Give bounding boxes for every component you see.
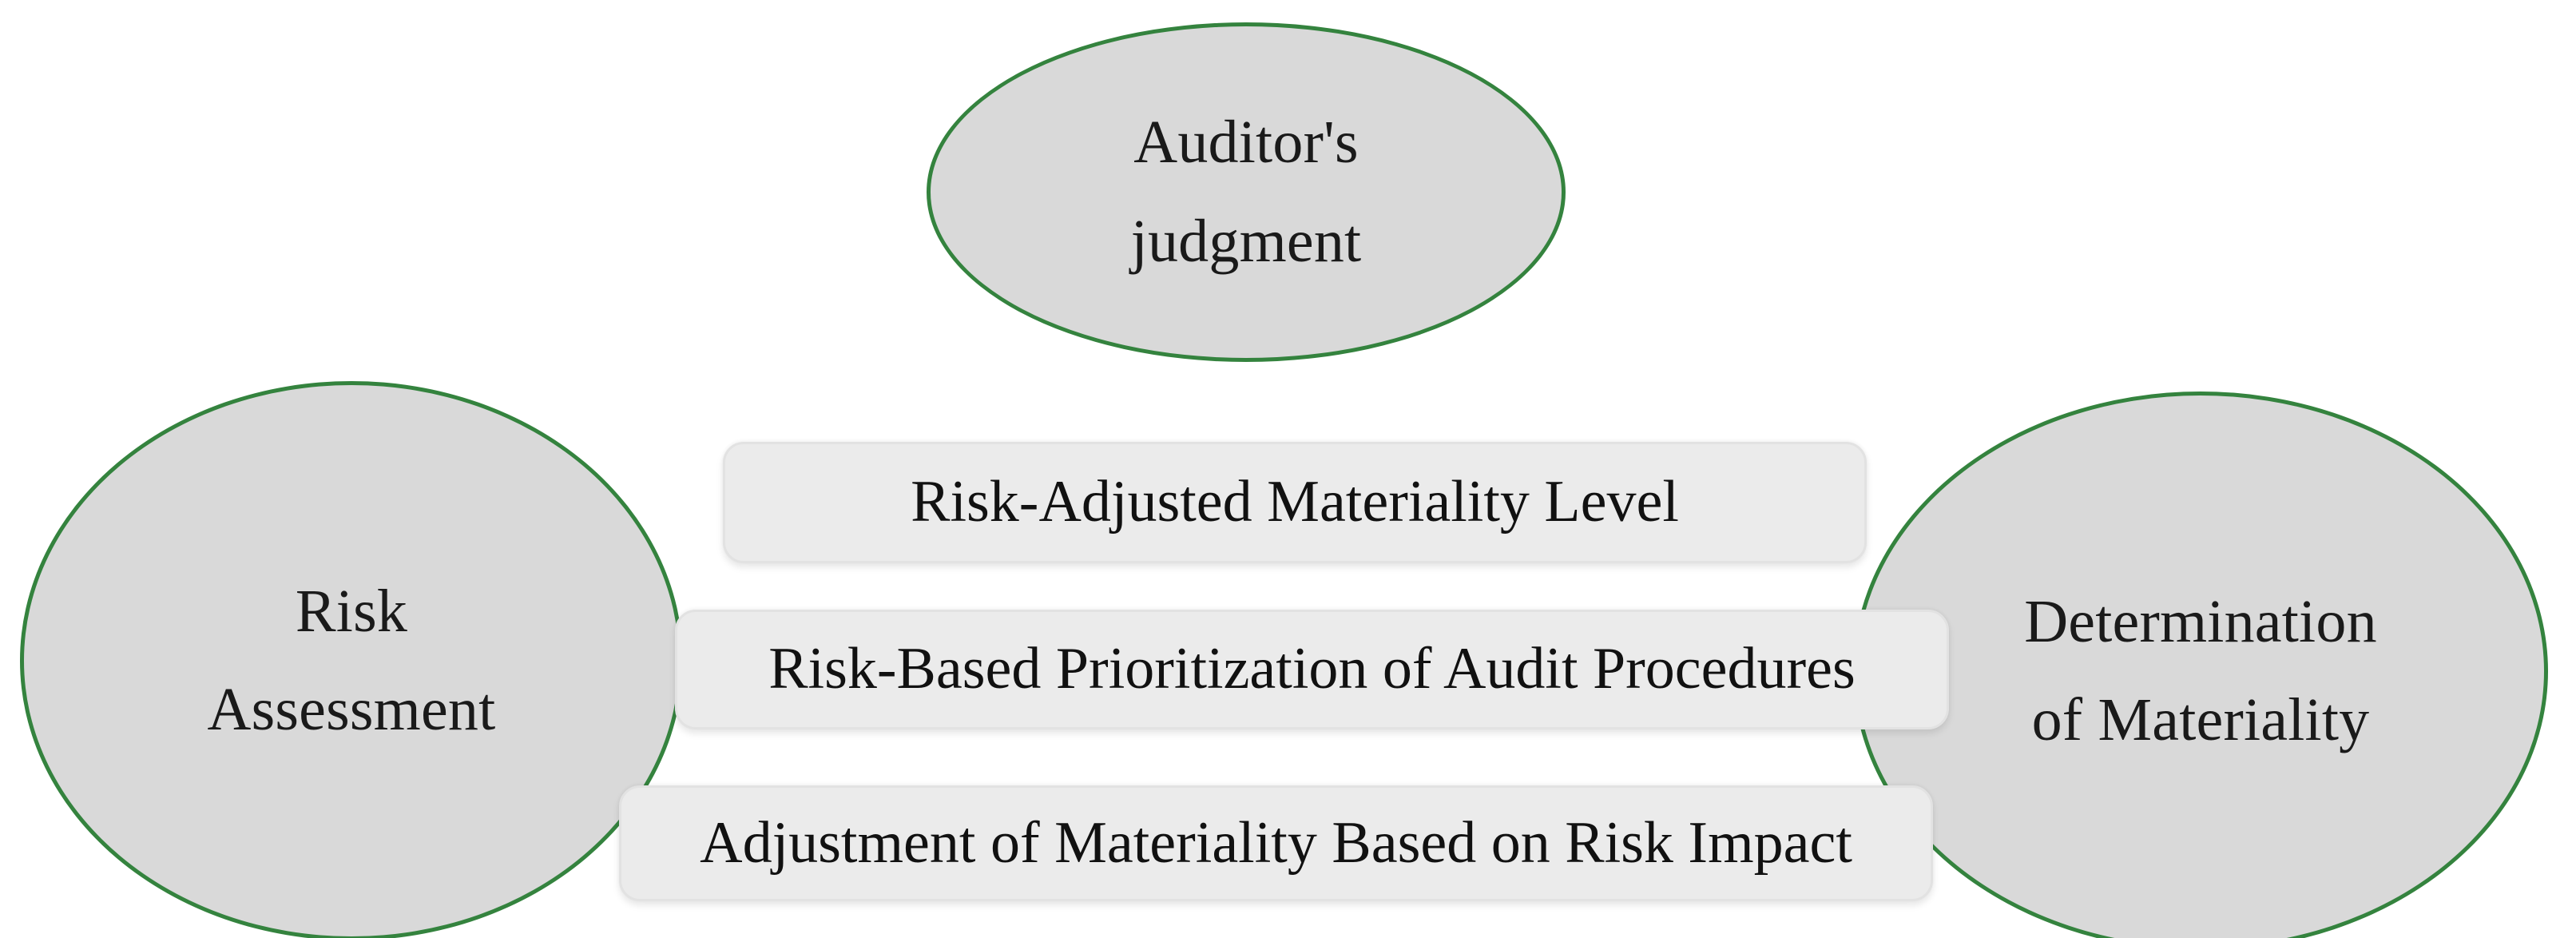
node-risk-assessment[interactable]: Risk Assessment	[20, 381, 683, 938]
node-determination-of-materiality[interactable]: Determination of Materiality	[1853, 391, 2548, 938]
band-adjustment-of-materiality-based-on-risk-impact[interactable]: Adjustment of Materiality Based on Risk …	[619, 785, 1933, 901]
band-risk-adjusted-materiality-level[interactable]: Risk-Adjusted Materiality Level	[723, 442, 1867, 563]
band-risk-based-prioritization-of-audit-procedures-label: Risk-Based Prioritization of Audit Proce…	[768, 636, 1856, 702]
node-auditor-judgment-label: Auditor's judgment	[1130, 109, 1362, 275]
band-risk-adjusted-materiality-level-label: Risk-Adjusted Materiality Level	[911, 469, 1679, 535]
node-determination-of-materiality-label: Determination of Materiality	[2024, 587, 2377, 753]
band-adjustment-of-materiality-based-on-risk-impact-label: Adjustment of Materiality Based on Risk …	[700, 809, 1852, 876]
node-risk-assessment-label: Risk Assessment	[207, 577, 496, 743]
band-risk-based-prioritization-of-audit-procedures[interactable]: Risk-Based Prioritization of Audit Proce…	[675, 610, 1949, 729]
node-auditor-judgment[interactable]: Auditor's judgment	[927, 22, 1566, 362]
